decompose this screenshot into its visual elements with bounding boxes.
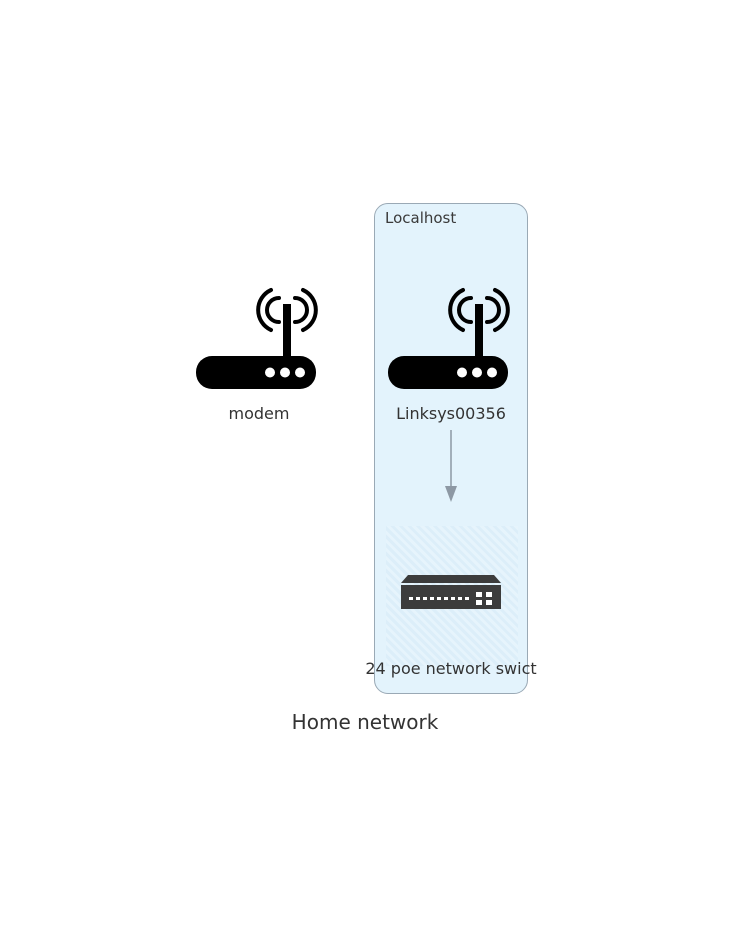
diagram-title: Home network — [291, 710, 439, 734]
switch-label: 24 poe network swict — [365, 659, 537, 678]
group-label: Localhost — [385, 209, 457, 227]
linksys-router-label: Linksys00356 — [396, 404, 506, 423]
router-to-switch-edge[interactable] — [440, 428, 462, 504]
modem-label: modem — [228, 404, 290, 423]
network-switch-icon[interactable] — [400, 575, 502, 611]
modem-router-icon[interactable] — [195, 286, 325, 390]
linksys-router-icon[interactable] — [387, 286, 517, 390]
